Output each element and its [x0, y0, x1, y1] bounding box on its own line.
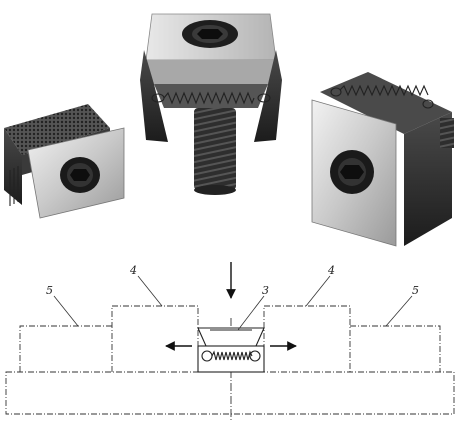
clamp-photo-left — [4, 104, 125, 219]
leader-left-outer — [53, 295, 79, 327]
callout-right-inner: 4 — [327, 264, 335, 277]
workpiece-right-inner — [263, 305, 351, 372]
leader-right-inner — [305, 275, 331, 307]
callout-left-inner: 4 — [129, 264, 137, 277]
spring — [211, 350, 253, 361]
clamp-photo-center — [140, 13, 282, 195]
force-arrows — [165, 262, 297, 351]
workpiece-right-outer — [350, 325, 441, 372]
leader-left-inner — [137, 275, 163, 307]
callout-left-outer: 5 — [46, 284, 53, 297]
leader-right-outer — [385, 295, 413, 327]
clamp-element — [197, 327, 265, 373]
clamp-photo-right — [311, 72, 454, 247]
workpiece-left-outer — [19, 325, 112, 372]
leader-center — [237, 295, 265, 331]
machine-table — [5, 371, 455, 415]
callout-center: 3 — [262, 284, 269, 297]
callout-right-outer: 5 — [412, 284, 419, 297]
workpiece-left-inner — [111, 305, 199, 372]
